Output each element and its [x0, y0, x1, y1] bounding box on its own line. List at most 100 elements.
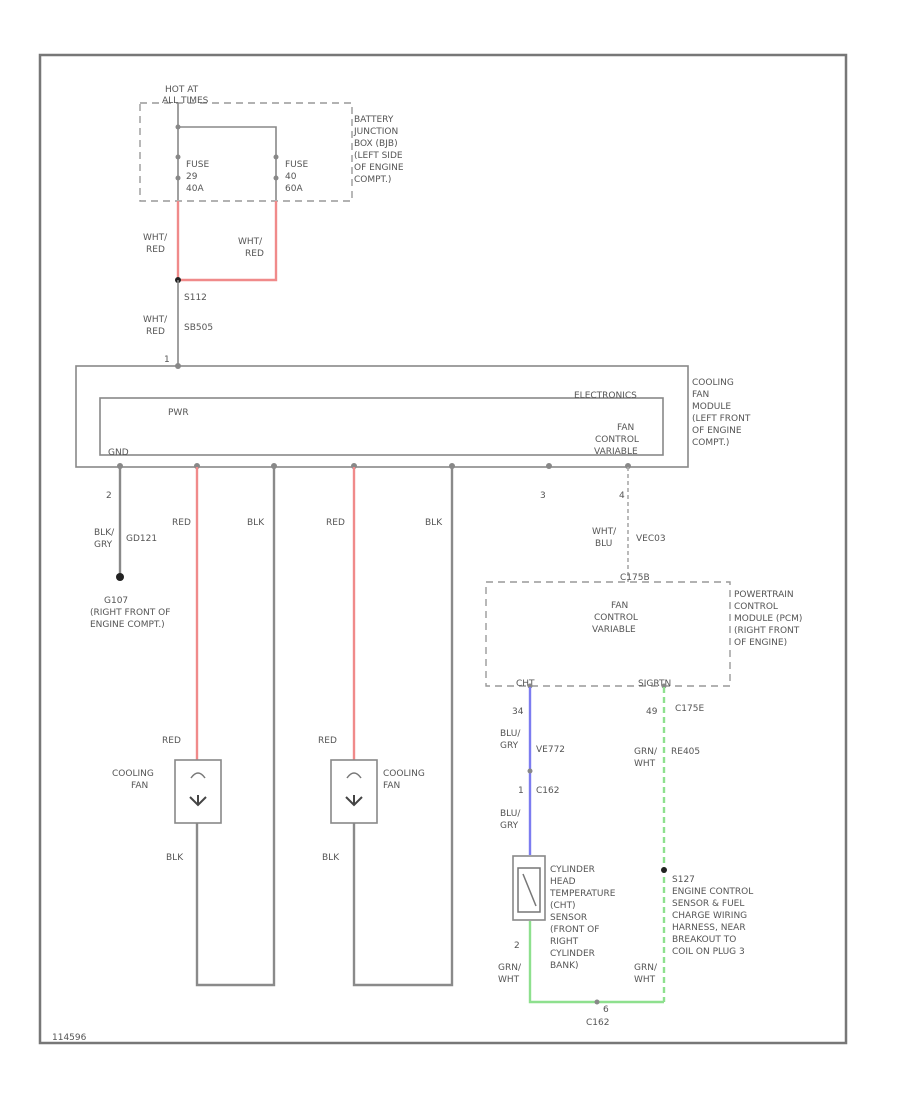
svg-text:RED: RED: [146, 245, 165, 255]
module-pin-3: [546, 463, 552, 469]
svg-text:COMPT.): COMPT.): [354, 175, 391, 185]
circuit-gd121-label: GD121: [126, 534, 157, 544]
svg-text:CONTROL: CONTROL: [734, 602, 778, 612]
svg-text:WHT: WHT: [498, 975, 520, 985]
svg-text:(RIGHT FRONT OF: (RIGHT FRONT OF: [90, 608, 170, 618]
pin-3-label: 3: [540, 491, 546, 501]
splice-s127: [661, 867, 667, 873]
pin-49-label: 49: [646, 707, 658, 717]
svg-text:OF ENGINE: OF ENGINE: [354, 163, 404, 173]
conn-c175e-label: C175E: [675, 704, 704, 714]
svg-text:WHT/: WHT/: [143, 233, 168, 243]
module-pin-gnd: [117, 463, 123, 469]
wire-cht-return: [528, 921, 664, 1004]
svg-text:(LEFT FRONT: (LEFT FRONT: [692, 414, 751, 424]
red-fan2-label: RED: [318, 736, 337, 746]
fan1-red-label: RED: [172, 518, 191, 528]
wire-whtred-c-label: WHT/ RED: [143, 315, 168, 337]
svg-text:TEMPERATURE: TEMPERATURE: [549, 889, 616, 899]
blk-fan2-label: BLK: [322, 853, 340, 863]
svg-text:RIGHT: RIGHT: [550, 937, 579, 947]
pin-4-label: 4: [619, 491, 625, 501]
svg-text:40: 40: [285, 172, 297, 182]
svg-text:WHT: WHT: [634, 975, 656, 985]
svg-text:BATTERY: BATTERY: [354, 115, 394, 125]
conn-c162a-label: C162: [536, 786, 559, 796]
svg-text:FAN: FAN: [383, 781, 400, 791]
svg-text:SENSOR & FUEL: SENSOR & FUEL: [672, 899, 744, 909]
svg-text:40A: 40A: [186, 184, 204, 194]
fan2-red-label: RED: [326, 518, 345, 528]
svg-text:BANK): BANK): [550, 961, 578, 971]
pcm-pin-cht-label: CHT: [516, 679, 535, 689]
svg-text:BLU: BLU: [595, 539, 612, 549]
svg-text:(RIGHT FRONT: (RIGHT FRONT: [734, 626, 800, 636]
svg-text:BREAKOUT TO: BREAKOUT TO: [672, 935, 736, 945]
cooling-fan-module: [75, 365, 689, 468]
svg-text:60A: 60A: [285, 184, 303, 194]
svg-text:CONTROL: CONTROL: [595, 435, 639, 445]
svg-text:29: 29: [186, 172, 198, 182]
svg-text:FAN: FAN: [692, 390, 709, 400]
svg-text:WHT/: WHT/: [143, 315, 168, 325]
module-electronics: [99, 397, 664, 456]
svg-text:WHT/: WHT/: [592, 527, 617, 537]
svg-text:OF ENGINE): OF ENGINE): [734, 638, 787, 648]
pcm-label: POWERTRAIN CONTROL MODULE (PCM) (RIGHT F…: [734, 590, 802, 648]
pin-34-label: 34: [512, 707, 524, 717]
fuse-40-label: FUSE 40 60A: [285, 160, 308, 194]
ground-g107: [116, 573, 124, 581]
ground-g107-label: G107 (RIGHT FRONT OF ENGINE COMPT.): [90, 596, 170, 630]
wire-blugry-b-label: BLU/ GRY: [500, 809, 521, 831]
module-pin-fan1-blk: [271, 463, 277, 469]
svg-text:FAN: FAN: [617, 423, 634, 433]
fan-2-icon: [345, 795, 363, 807]
svg-text:(CHT): (CHT): [550, 901, 576, 911]
fuse-right-terminal-1: [273, 154, 279, 160]
svg-text:COOLING: COOLING: [383, 769, 425, 779]
red-fan1-label: RED: [162, 736, 181, 746]
svg-text:FAN: FAN: [131, 781, 148, 791]
pin-2-label: 2: [106, 491, 112, 501]
svg-text:POWERTRAIN: POWERTRAIN: [734, 590, 794, 600]
wire-grnwht-c-label: GRN/ WHT: [634, 963, 658, 985]
module-pin-fan2-blk: [449, 463, 455, 469]
figure-code: 114596: [52, 1033, 87, 1043]
pin-2b-label: 2: [514, 941, 520, 951]
cooling-fan-2: [330, 759, 378, 824]
wire-blkgry-label: BLK/ GRY: [94, 528, 115, 550]
bjb-bus: [177, 103, 277, 150]
svg-text:GRY: GRY: [94, 540, 113, 550]
svg-text:COOLING: COOLING: [692, 378, 734, 388]
svg-text:RED: RED: [146, 327, 165, 337]
circuit-re405-label: RE405: [671, 747, 700, 757]
svg-text:GRY: GRY: [500, 741, 519, 751]
fan1-blk-label: BLK: [247, 518, 265, 528]
splice-s127-label: S127 ENGINE CONTROL SENSOR & FUEL CHARGE…: [672, 875, 753, 957]
svg-text:WHT/: WHT/: [238, 237, 263, 247]
bjb-label: BATTERY JUNCTION BOX (BJB) (LEFT SIDE OF…: [353, 115, 404, 185]
svg-text:HARNESS, NEAR: HARNESS, NEAR: [672, 923, 746, 933]
conn-c162-pin-1: [527, 768, 533, 774]
svg-text:HEAD: HEAD: [550, 877, 576, 887]
pcm-pin-49: [661, 683, 667, 689]
battery-junction-box: [139, 102, 353, 202]
fuse-left-terminal-2: [175, 175, 181, 181]
svg-text:ENGINE COMPT.): ENGINE COMPT.): [90, 620, 165, 630]
svg-text:GRN/: GRN/: [498, 963, 522, 973]
pcm-pin-34: [527, 683, 533, 689]
wire-fuse40-feed: [178, 201, 278, 282]
svg-text:GRY: GRY: [500, 821, 519, 831]
svg-text:WHT: WHT: [634, 759, 656, 769]
wire-fan2-blk: [352, 467, 454, 987]
svg-text:CYLINDER: CYLINDER: [550, 949, 595, 959]
cooling-fan-2-label: COOLING FAN: [383, 769, 425, 791]
svg-text:VARIABLE: VARIABLE: [592, 625, 636, 635]
cht-sensor: [512, 855, 546, 921]
pin-1b-label: 1: [518, 786, 524, 796]
svg-text:G107: G107: [104, 596, 128, 606]
svg-text:VARIABLE: VARIABLE: [594, 447, 638, 457]
fan-1-icon: [189, 795, 207, 807]
hot-at-label-2: ALL TIMES: [162, 96, 209, 106]
svg-text:CHARGE WIRING: CHARGE WIRING: [672, 911, 747, 921]
